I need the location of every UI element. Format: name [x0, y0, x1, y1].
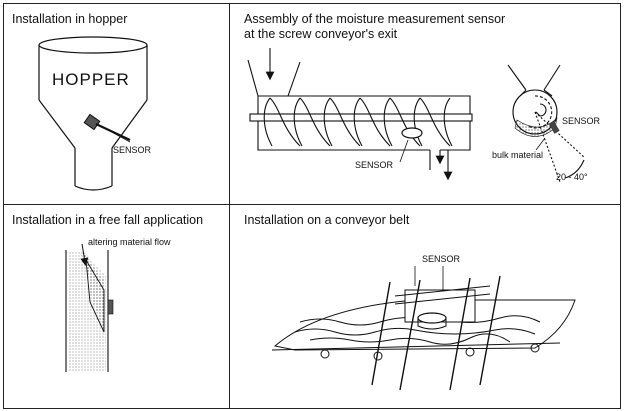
belt-panel-title: Installation on a conveyor belt — [244, 213, 410, 227]
hopper-drawing — [38, 36, 148, 191]
freefall-drawing — [65, 243, 114, 372]
angle-label: 20 - 40° — [556, 172, 588, 182]
belt-sensor-label: SENSOR — [422, 254, 461, 264]
screw-side-view — [507, 64, 586, 183]
side-sensor-label: SENSOR — [562, 116, 601, 126]
screw-sensor-icon — [401, 127, 423, 139]
hopper-panel: Installation in hopper — [3, 3, 230, 205]
hopper-sensor-icon — [83, 113, 131, 143]
screw-panel-title: Assembly of the moisture measurement sen… — [244, 12, 506, 41]
freefall-panel: Installation in a free fall application — [3, 204, 230, 409]
hopper-panel-title: Installation in hopper — [12, 12, 128, 26]
hopper-sensor-label: SENSOR — [113, 145, 152, 155]
bulk-material-label: bulk material — [492, 150, 544, 160]
screw-conveyor-drawing — [247, 48, 473, 181]
screw-panel: Assembly of the moisture measurement sen… — [229, 3, 621, 205]
belt-drawing — [271, 266, 576, 391]
screw-sensor-leader — [399, 139, 409, 163]
flow-label: altering material flow — [88, 237, 171, 247]
hopper-label: HOPPER — [52, 70, 130, 89]
side-sensor-icon — [548, 121, 560, 134]
screw-sensor-label: SENSOR — [355, 160, 394, 170]
freefall-panel-title: Installation in a free fall application — [12, 213, 204, 227]
bulk-leader — [535, 137, 546, 151]
